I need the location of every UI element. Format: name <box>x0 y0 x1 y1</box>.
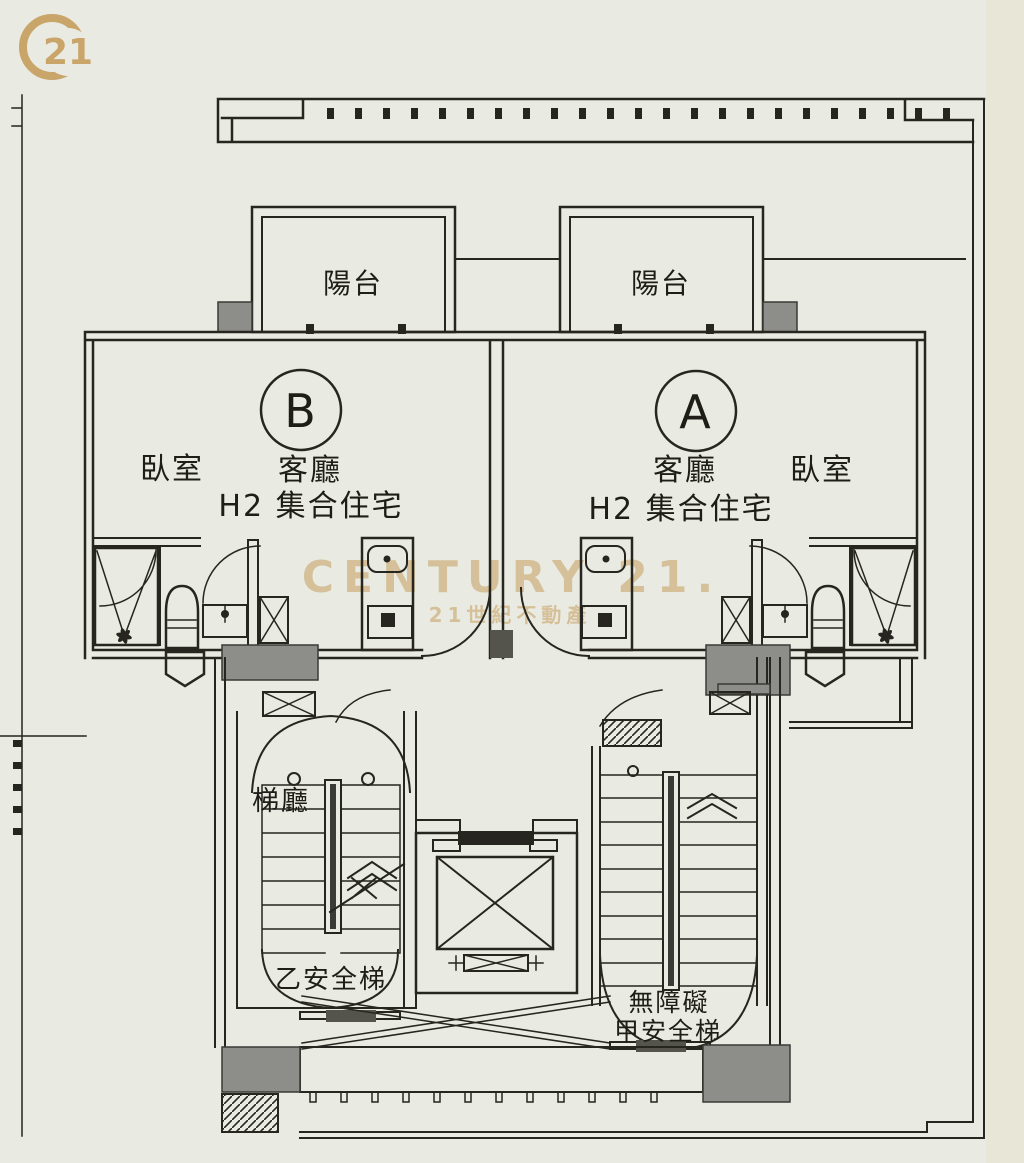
door-leaf-b <box>164 650 206 688</box>
unit-a-type-label: H2 集合住宅 <box>588 492 773 527</box>
site-boundary-left <box>0 94 87 1137</box>
bathroom-a <box>720 537 918 688</box>
shower-b <box>93 546 160 647</box>
century21-logo: 21 <box>19 14 93 80</box>
unit-b-circle: B <box>259 368 343 452</box>
balcony-b-label: 陽台 <box>323 267 383 300</box>
kitchen-a <box>579 536 634 652</box>
closet-b <box>259 596 289 644</box>
railing-balusters <box>327 108 950 119</box>
stair-a-label: 甲安全梯 <box>614 1017 722 1046</box>
stairwell-b: 梯廳 乙安全梯 <box>236 689 417 1022</box>
balcony-a: 陽台 <box>454 205 765 334</box>
bottom-band <box>221 1044 791 1133</box>
smoke-vent-hatch <box>602 719 662 747</box>
elevator-car <box>435 855 555 951</box>
entry-wall-stub <box>490 630 513 658</box>
barrier-free-label: 無障礙 <box>628 988 709 1017</box>
top-railing <box>216 97 986 144</box>
unit-a-living-label: 客廳 <box>653 453 717 488</box>
door-leaf-a <box>804 650 846 688</box>
watermark: CENTURY 21. 21世紀不動產 <box>302 552 723 627</box>
page-edge-shadow <box>986 0 1024 1163</box>
shower-a <box>850 546 917 647</box>
corridor-braces <box>301 995 611 1050</box>
kitchen-b <box>360 536 415 652</box>
bathroom-b <box>92 537 290 688</box>
column-right <box>762 301 798 333</box>
sink-b <box>202 604 248 638</box>
core-wall-mass-left <box>221 644 319 681</box>
hatched-footing <box>221 1093 279 1133</box>
unit-a-circle: A <box>654 369 738 453</box>
entry-doors <box>420 586 591 658</box>
unit-a-bedroom-label: 臥室 <box>790 453 854 488</box>
watermark-title: CENTURY 21. <box>302 552 723 603</box>
elevator <box>414 819 579 995</box>
balcony-a-label: 陽台 <box>631 267 691 300</box>
toilet-b <box>164 584 200 650</box>
unit-b-letter: B <box>284 384 318 438</box>
unit-b-bedroom-label: 臥室 <box>140 452 204 487</box>
logo-disc <box>44 28 92 76</box>
stair-hall-label: 梯廳 <box>252 786 310 817</box>
closet-a <box>721 596 751 644</box>
site-boundary-right-bottom <box>299 98 985 1139</box>
bottom-column-left <box>221 1046 301 1093</box>
bottom-column-right <box>702 1044 791 1103</box>
elevator-door <box>458 831 534 845</box>
unit-a-letter: A <box>679 385 712 439</box>
unit-b-living-label: 客廳 <box>278 453 342 488</box>
stair-b-label: 乙安全梯 <box>275 965 387 995</box>
watermark-subtitle: 21世紀不動產 <box>429 603 592 627</box>
column-left <box>217 301 253 333</box>
logo-number: 21 <box>43 32 93 73</box>
band-ticks <box>309 1091 658 1103</box>
toilet-a <box>810 584 846 650</box>
unit-b-type-label: H2 集合住宅 <box>218 489 403 524</box>
sink-a <box>762 604 808 638</box>
